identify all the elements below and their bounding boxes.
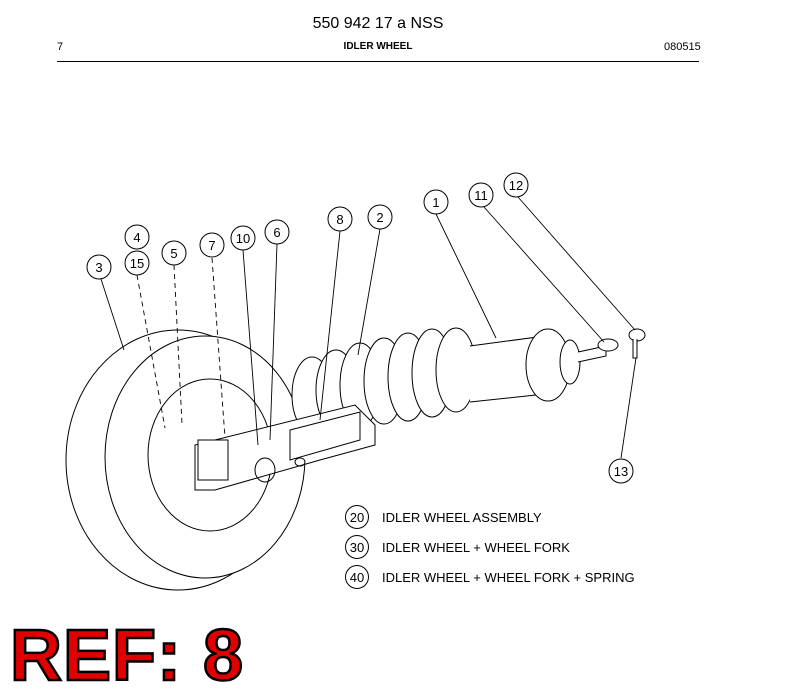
- callout-circle-15: [124, 250, 150, 276]
- legend-row-wheel-fork: 30 IDLER WHEEL + WHEEL FORK: [345, 534, 570, 560]
- cylinder-collar: [559, 339, 581, 385]
- callout-1: 1: [432, 195, 439, 210]
- callout-8: 8: [336, 212, 343, 227]
- callout-13: 13: [614, 464, 628, 479]
- legend-row-assembly: 20 IDLER WHEEL ASSEMBLY: [345, 504, 542, 530]
- grease-nipple-stem: [632, 339, 638, 359]
- grease-nipple-body: [597, 338, 619, 352]
- callout-3: 3: [95, 260, 102, 275]
- legend-number: 40: [345, 565, 369, 589]
- header-rule: [57, 61, 699, 62]
- callout-7: 7: [208, 238, 215, 253]
- legend-row-wheel-fork-spring: 40 IDLER WHEEL + WHEEL FORK + SPRING: [345, 564, 635, 590]
- callout-15: 15: [130, 256, 144, 271]
- legend-text: IDLER WHEEL + WHEEL FORK: [382, 539, 570, 555]
- fork-bore: [254, 457, 276, 483]
- page-number: 7: [57, 41, 64, 53]
- callout-circle-4: [124, 224, 150, 250]
- part-name: IDLER WHEEL: [343, 41, 413, 52]
- callout-6: 6: [273, 225, 280, 240]
- callout-circle-5: [161, 240, 187, 266]
- callout-5: 5: [170, 246, 177, 261]
- wheel-fork-web: [289, 411, 361, 461]
- callout-circle-7: [199, 232, 225, 258]
- ref-label: REF: 8: [9, 615, 245, 696]
- callout-circle-6: [264, 219, 290, 245]
- wheel-fork: [194, 404, 376, 491]
- document-title: 550 942 17 a NSS: [312, 15, 444, 32]
- callout-2: 2: [376, 210, 383, 225]
- callout-circle-8: [327, 206, 353, 232]
- callout-11: 11: [474, 188, 488, 203]
- legend-number: 30: [345, 535, 369, 559]
- callout-circle-1: [423, 189, 449, 215]
- legend-text: IDLER WHEEL ASSEMBLY: [382, 509, 542, 525]
- legend-text: IDLER WHEEL + WHEEL FORK + SPRING: [382, 569, 635, 585]
- legend-number: 20: [345, 505, 369, 529]
- callout-4: 4: [133, 230, 140, 245]
- fork-pin: [294, 457, 306, 467]
- callout-10: 10: [236, 231, 250, 246]
- fork-block: [197, 439, 229, 481]
- document-date: 080515: [664, 41, 701, 53]
- callout-circle-11: [468, 182, 494, 208]
- callout-circle-2: [367, 204, 393, 230]
- callout-circle-3: [86, 254, 112, 280]
- callout-circle-12: [503, 172, 529, 198]
- spring: [291, 327, 477, 434]
- callout-circle-13: [608, 458, 634, 484]
- callout-12: 12: [509, 178, 523, 193]
- callout-circle-10: [230, 225, 256, 251]
